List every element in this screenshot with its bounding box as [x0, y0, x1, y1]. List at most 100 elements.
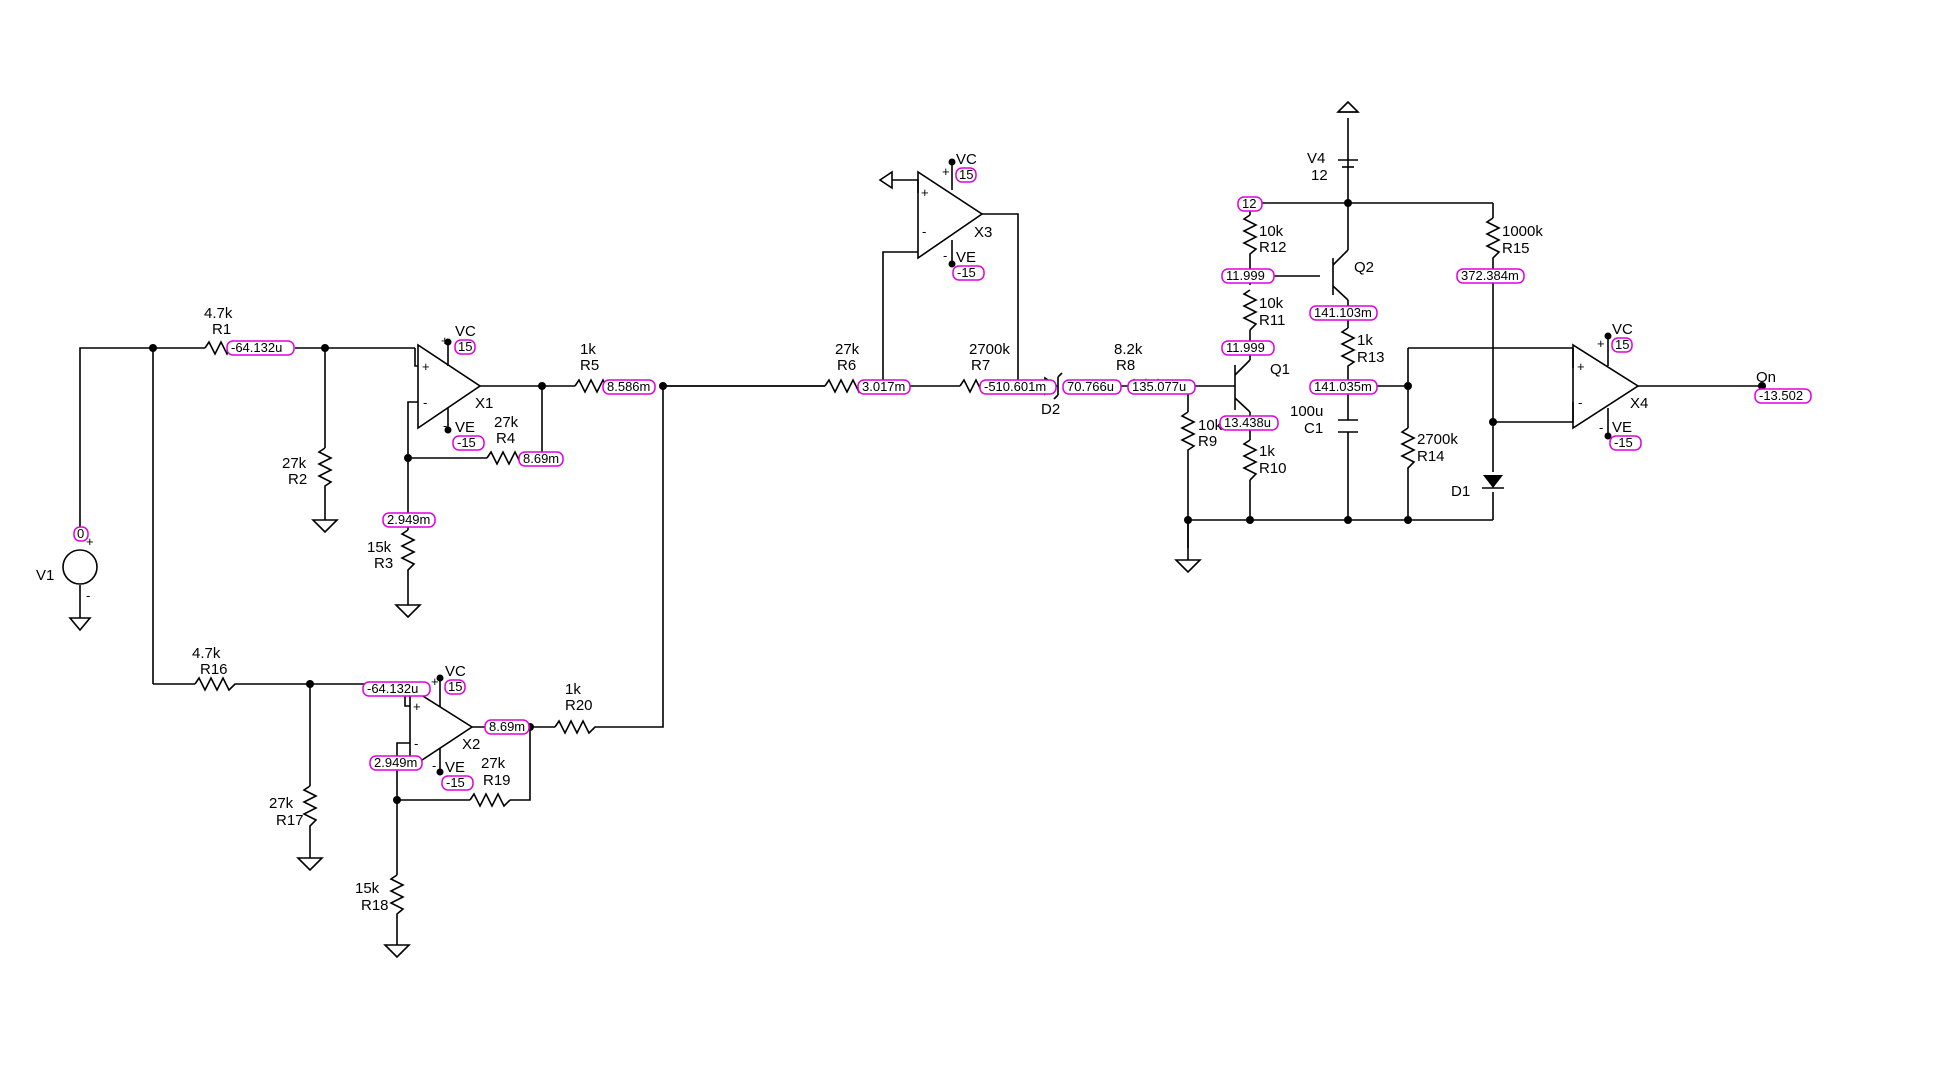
r9-value: 10k — [1198, 417, 1223, 434]
wires — [79, 118, 1762, 945]
probe-x2-ve[interactable]: -15 — [441, 775, 474, 791]
resistor-r18[interactable] — [389, 874, 405, 918]
svg-text:-64.132u: -64.132u — [367, 681, 418, 696]
resistor-r10[interactable] — [1242, 439, 1258, 481]
probe-r3-top[interactable]: 2.949m — [382, 512, 436, 528]
svg-text:3.017m: 3.017m — [862, 379, 905, 394]
probe-r16-node[interactable]: -64.132u — [362, 681, 431, 697]
probe-x2-out[interactable]: 8.69m — [484, 719, 530, 735]
capacitor-c1[interactable] — [1338, 419, 1358, 433]
x3-ve-label: VE — [956, 249, 976, 266]
probe-x4-ve[interactable]: -15 — [1609, 435, 1642, 451]
op-amp-x1[interactable] — [417, 343, 482, 430]
probe-r13-node[interactable]: 141.035m — [1309, 379, 1378, 395]
svg-text:-64.132u: -64.132u — [231, 340, 282, 355]
probe-v4-node[interactable]: 12 — [1237, 196, 1263, 212]
pin-minus: - — [943, 248, 947, 263]
x1-vc-label: VC — [455, 323, 476, 340]
r3-name: R3 — [374, 555, 393, 572]
probe-x4-vc[interactable]: 15 — [1611, 337, 1633, 353]
r7-name: R7 — [971, 357, 990, 374]
resistor-r16[interactable] — [194, 676, 240, 692]
r16-name: R16 — [200, 661, 228, 678]
pin-plus: + — [1597, 336, 1605, 351]
probe-x2-minus[interactable]: 2.949m — [369, 755, 423, 771]
r5-value: 1k — [580, 341, 596, 358]
supply-arrow-icon — [1336, 100, 1360, 113]
r2-name: R2 — [288, 471, 307, 488]
probe-q2-emitter[interactable]: 141.103m — [1309, 305, 1378, 321]
r1-name: R1 — [212, 321, 231, 338]
r4-value: 27k — [494, 414, 519, 431]
op-amp-x3[interactable] — [917, 165, 984, 262]
r16-value: 4.7k — [192, 645, 221, 662]
probe-x2-vc[interactable]: 15 — [444, 679, 466, 695]
r2-value: 27k — [282, 455, 307, 472]
resistor-r12[interactable] — [1242, 214, 1258, 258]
v4-value: 12 — [1311, 167, 1328, 184]
svg-text:13.438u: 13.438u — [1224, 415, 1271, 430]
r14-value: 2700k — [1417, 431, 1458, 448]
ground-icon — [68, 617, 92, 632]
svg-text:-15: -15 — [446, 775, 465, 790]
ground-icons — [68, 519, 1202, 959]
op-amp-x4[interactable] — [1572, 338, 1640, 434]
svg-text:12: 12 — [1242, 196, 1256, 211]
resistor-r14[interactable] — [1400, 427, 1416, 473]
r3-value: 15k — [367, 539, 392, 556]
voltage-source-v1[interactable] — [62, 549, 98, 585]
resistor-r17[interactable] — [302, 785, 318, 830]
probe-r7-node[interactable]: -510.601m — [979, 379, 1057, 395]
pin-plus: + — [921, 185, 929, 200]
diode-d1[interactable] — [1482, 475, 1504, 489]
r19-value: 27k — [481, 755, 506, 772]
pin-plus: + — [441, 333, 449, 348]
probe-r4-node[interactable]: 8.69m — [518, 451, 564, 467]
resistor-r19[interactable] — [469, 792, 511, 808]
probe-out[interactable]: -13.502 — [1754, 388, 1812, 404]
resistor-r3[interactable] — [400, 529, 416, 575]
svg-text:372.384m: 372.384m — [1461, 268, 1519, 283]
probe-x3-ve[interactable]: -15 — [952, 265, 985, 281]
r19-name: R19 — [483, 772, 511, 789]
pin-minus: - — [1599, 420, 1603, 435]
probe-r6-node[interactable]: 3.017m — [857, 379, 911, 395]
probe-x1-vc[interactable]: 15 — [454, 339, 476, 355]
svg-text:-13.502: -13.502 — [1759, 388, 1803, 403]
r5-name: R5 — [580, 357, 599, 374]
probe-v1-top[interactable]: 0 — [73, 526, 89, 542]
probe-r5-node[interactable]: 8.586m — [602, 379, 656, 395]
x2-vc-label: VC — [445, 663, 466, 680]
wire — [982, 213, 1019, 386]
resistor-r13[interactable] — [1340, 327, 1356, 372]
probe-d2-node[interactable]: 70.766u — [1062, 379, 1122, 395]
r6-value: 27k — [835, 341, 860, 358]
probe-x3-vc[interactable]: 15 — [955, 167, 977, 183]
resistor-r2[interactable] — [317, 447, 333, 492]
r12-value: 10k — [1259, 223, 1284, 240]
svg-text:0: 0 — [77, 526, 84, 541]
probe-r1-node[interactable]: -64.132u — [226, 340, 295, 356]
svg-text:141.103m: 141.103m — [1314, 305, 1372, 320]
probe-q1-emitter[interactable]: 13.438u — [1219, 415, 1279, 431]
svg-text:2.949m: 2.949m — [387, 512, 430, 527]
r18-value: 15k — [355, 880, 380, 897]
ground-arrow-icon — [878, 170, 893, 190]
resistor-r9[interactable] — [1180, 411, 1196, 455]
resistor-r20[interactable] — [554, 719, 600, 735]
probe-r8-node[interactable]: 135.077u — [1127, 379, 1196, 395]
probe-r15-node[interactable]: 372.384m — [1456, 268, 1525, 284]
probe-x1-ve[interactable]: -15 — [452, 435, 485, 451]
probe-r11-node[interactable]: 11.999 — [1221, 340, 1275, 356]
svg-text:11.999: 11.999 — [1226, 268, 1265, 283]
x2-ve-label: VE — [445, 759, 465, 776]
svg-text:15: 15 — [1615, 337, 1629, 352]
op-amp-x2[interactable] — [409, 680, 474, 770]
resistor-r15[interactable] — [1485, 217, 1501, 262]
probe-r12-node[interactable]: 11.999 — [1221, 268, 1275, 284]
r11-name: R11 — [1259, 312, 1285, 329]
battery-v4[interactable] — [1338, 159, 1358, 173]
resistor-r11[interactable] — [1242, 289, 1258, 331]
pin-plus: + — [942, 164, 950, 179]
